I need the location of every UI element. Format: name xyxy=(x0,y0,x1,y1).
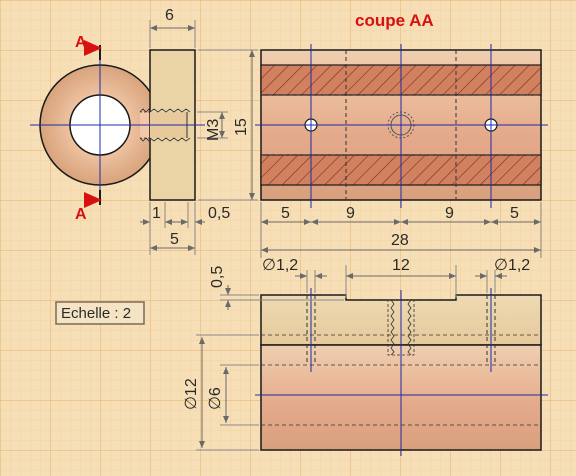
ring-side-view xyxy=(140,20,258,255)
dim-left-5: 5 xyxy=(281,205,290,222)
section-marker-bottom: A xyxy=(75,206,87,223)
section-title: coupe AA xyxy=(355,11,434,30)
dim-diameter-6: ∅6 xyxy=(207,387,224,410)
dim-height-15: 15 xyxy=(233,118,250,136)
dim-right-5: 5 xyxy=(510,205,519,222)
dim-left-9: 9 xyxy=(346,205,355,222)
scale-box xyxy=(55,301,145,325)
dim-width-6: 6 xyxy=(165,7,174,24)
dim-offset-0-5: 0,5 xyxy=(208,205,230,222)
dim-diameter-12: ∅12 xyxy=(183,378,200,410)
dim-width-5: 5 xyxy=(170,231,179,248)
dim-offset-1: 1 xyxy=(152,205,161,222)
dim-total-28: 28 xyxy=(391,232,409,249)
dim-thread-m3: M3 xyxy=(205,119,222,141)
dim-right-9: 9 xyxy=(445,205,454,222)
section-aa-view xyxy=(255,44,548,258)
dim-flat-12: 12 xyxy=(392,257,410,274)
scale-label: Echelle : 2 xyxy=(61,305,131,322)
dim-hole-right: ∅1,2 xyxy=(494,257,530,274)
dim-flat-depth: 0,5 xyxy=(209,266,226,288)
section-marker-top: A xyxy=(75,34,87,51)
front-elevation-view xyxy=(196,265,548,456)
dim-hole-left: ∅1,2 xyxy=(262,257,298,274)
